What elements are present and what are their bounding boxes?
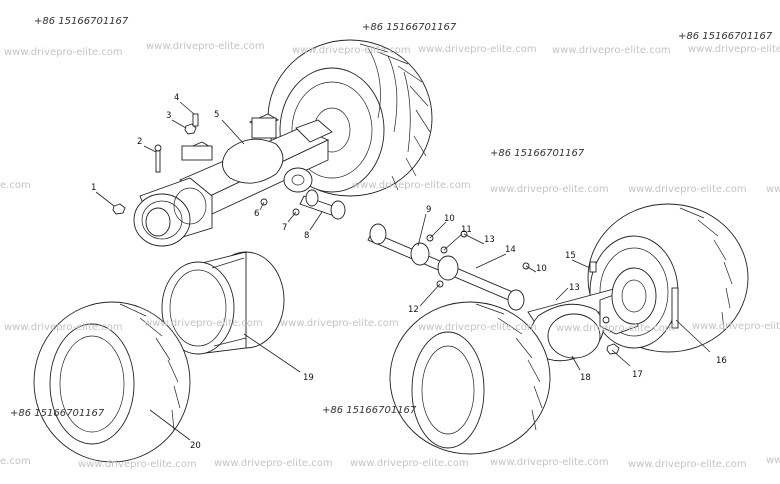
propeller-shaft: [367, 223, 530, 311]
part-label-13b: 13: [569, 283, 580, 293]
watermark-site: www.drivepro-elite.com: [214, 458, 333, 469]
watermark-site: www.drivepro-elite.com: [350, 458, 469, 469]
watermark-site: www.drivepro-elite.com: [556, 323, 675, 334]
watermark-site: www.drivepro-elite.com: [352, 180, 471, 191]
small-fasteners-rear: [112, 113, 300, 216]
part-label-15: 15: [565, 251, 576, 261]
part-label-18: 18: [580, 373, 591, 383]
watermark-site: www.drivepro-elite.com: [628, 184, 747, 195]
watermark-site: www.drivepro-elite.com: [4, 322, 123, 333]
part-label-13: 13: [484, 235, 495, 245]
watermark-site: www.drivepro-elite.com: [418, 44, 537, 55]
part-label-10: 10: [444, 214, 455, 224]
watermark-site-cut: e.com: [0, 456, 31, 467]
watermark-phone: +86 15166701167: [362, 22, 457, 33]
part-label-11: 11: [461, 225, 472, 235]
part-label-3: 3: [166, 111, 171, 121]
part-label-8: 8: [304, 231, 309, 241]
rear-axle-housing: [178, 113, 333, 215]
watermark-site: www.drivepro-elite.com: [418, 322, 537, 333]
watermark-site-cut: ww: [766, 455, 780, 466]
part-label-14: 14: [505, 245, 516, 255]
wheel-rim: [161, 251, 285, 355]
part-label-9: 9: [426, 205, 431, 215]
part-label-4: 4: [174, 93, 179, 103]
watermark-site: www.drivepro-elite.com: [628, 459, 747, 470]
watermark-site-cut: ww: [766, 184, 780, 195]
watermark-site: www.drivepro-elite.com: [144, 318, 263, 329]
part-label-6: 6: [254, 209, 259, 219]
watermark-site: www.drivepro-elite.com: [4, 47, 123, 58]
part-label-10b: 10: [536, 264, 547, 274]
watermark-site-cut: e.com: [0, 180, 31, 191]
watermark-site: www.drivepro-elite.com: [490, 184, 609, 195]
watermark-site: www.drivepro-elite.com: [552, 45, 671, 56]
watermark-site: www.drivepro-elite.com: [292, 45, 411, 56]
watermark-phone: +86 15166701167: [490, 148, 585, 159]
leader-lines: [95, 101, 711, 441]
left-hub-assembly: [133, 177, 213, 247]
watermark-phone: +86 15166701167: [678, 31, 773, 42]
watermark-site: www.drivepro-elite.com: [146, 41, 265, 52]
part-label-16: 16: [716, 356, 727, 366]
part-label-12: 12: [408, 305, 419, 315]
watermark-site: www.drivepro-elite.com: [78, 459, 197, 470]
short-drive-shaft: [299, 189, 346, 220]
part-labels: 1 2 3 4 5 6 7 8 9 10 11 13 14 10 12 13 1…: [91, 93, 727, 451]
tire-bottom-left: [33, 301, 191, 463]
part-label-17: 17: [632, 370, 643, 380]
watermark-phone: +86 15166701167: [10, 408, 105, 419]
part-label-19: 19: [303, 373, 314, 383]
front-axle-housing: [527, 261, 679, 362]
part-label-1: 1: [91, 183, 96, 193]
watermark-phone: +86 15166701167: [322, 405, 417, 416]
part-label-20: 20: [190, 441, 201, 451]
part-label-7: 7: [282, 223, 287, 233]
watermark-site: www.drivepro-elite.com: [280, 318, 399, 329]
watermark-site: www.drivepro-elite.com: [692, 321, 780, 332]
watermark-phone: +86 15166701167: [34, 16, 129, 27]
watermark-site: www.drivepro-elite.com: [490, 457, 609, 468]
part-label-2: 2: [137, 137, 142, 147]
part-label-5: 5: [214, 110, 219, 120]
watermark-site: www.drivepro-elite.com: [688, 44, 780, 55]
tire-bottom-right: [389, 301, 551, 455]
